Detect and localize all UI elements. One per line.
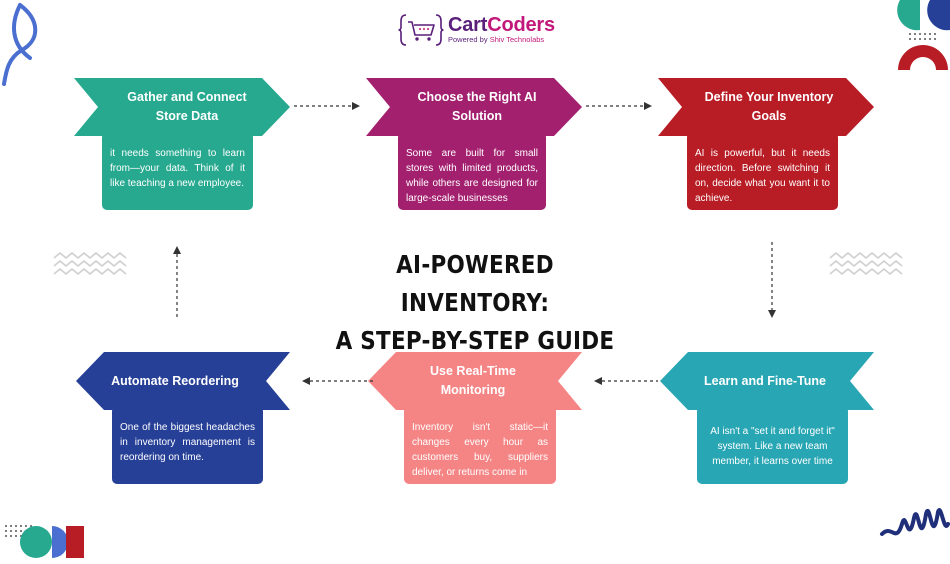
step-6-description: One of the biggest headaches in inventor… <box>120 422 255 463</box>
brand-logo: CartCoders Powered by Shiv Technolabs <box>398 10 568 50</box>
connector-arrow-3-4 <box>768 242 776 318</box>
step-3-description: AI is powerful, but it needs direction. … <box>695 148 830 204</box>
step-5-description: Inventory isn't static—it changes every … <box>412 422 548 478</box>
brand-tagline-company: Shiv Technolabs <box>489 35 545 44</box>
connector-arrow-6-1 <box>173 246 181 320</box>
step-4-banner <box>660 352 874 410</box>
decorative-shapes-bottom-left <box>5 525 84 558</box>
title-line-2: A STEP-BY-STEP GUIDE <box>335 326 615 355</box>
step-2-banner <box>366 78 582 136</box>
step-3-title: Define Your Inventory Goals <box>704 90 834 123</box>
step-3-card: AI is powerful, but it needs direction. … <box>687 132 838 210</box>
step-6-title: Automate Reordering <box>111 373 239 388</box>
step-1-banner <box>74 78 290 136</box>
connector-arrow-1-2 <box>294 102 360 110</box>
step-2-title: Choose the Right AI Solution <box>417 90 537 123</box>
decorative-waves-right <box>829 251 903 276</box>
decorative-waves-left <box>53 251 127 276</box>
step-1-description: it needs something to learn from—your da… <box>110 148 245 189</box>
step-5-title: Use Real-Time Monitoring <box>430 364 516 397</box>
brand-name-part2: Coders <box>487 14 555 36</box>
step-5-card: Inventory isn't static—it changes every … <box>404 406 556 484</box>
step-4-description: AI isn't a "set it and forget it" system… <box>710 426 835 467</box>
step-4-title: Learn and Fine-Tune <box>704 373 826 388</box>
step-1-title: Gather and Connect Store Data <box>127 90 247 123</box>
step-4-card: AI isn't a "set it and forget it" system… <box>697 406 848 484</box>
step-3-banner <box>658 78 874 136</box>
step-6-card: One of the biggest headaches in inventor… <box>112 406 263 484</box>
brand-tagline-prefix: Powered by <box>448 35 490 44</box>
decorative-shapes-top-right <box>897 0 950 70</box>
page-title: AI-POWERED INVENTORY: A STEP-BY-STEP GUI… <box>325 246 626 360</box>
connector-arrow-4-5 <box>594 377 658 385</box>
step-2-description: Some are built for small stores with lim… <box>406 148 538 204</box>
step-1-card: it needs something to learn from—your da… <box>102 132 253 210</box>
brand-name: CartCoders <box>448 15 555 35</box>
connector-arrow-5-6 <box>302 377 374 385</box>
brand-tagline: Powered by Shiv Technolabs <box>448 35 555 45</box>
step-5-banner <box>368 352 582 410</box>
decorative-scribble-bottom-right <box>880 508 950 536</box>
brand-name-part1: Cart <box>448 14 488 36</box>
title-line-1: AI-POWERED INVENTORY: <box>396 250 554 317</box>
decorative-ribbon-top-left <box>2 3 38 86</box>
connector-arrow-2-3 <box>586 102 652 110</box>
step-2-card: Some are built for small stores with lim… <box>398 132 546 210</box>
shopping-cart-icon <box>398 14 444 46</box>
step-6-banner <box>76 352 290 410</box>
